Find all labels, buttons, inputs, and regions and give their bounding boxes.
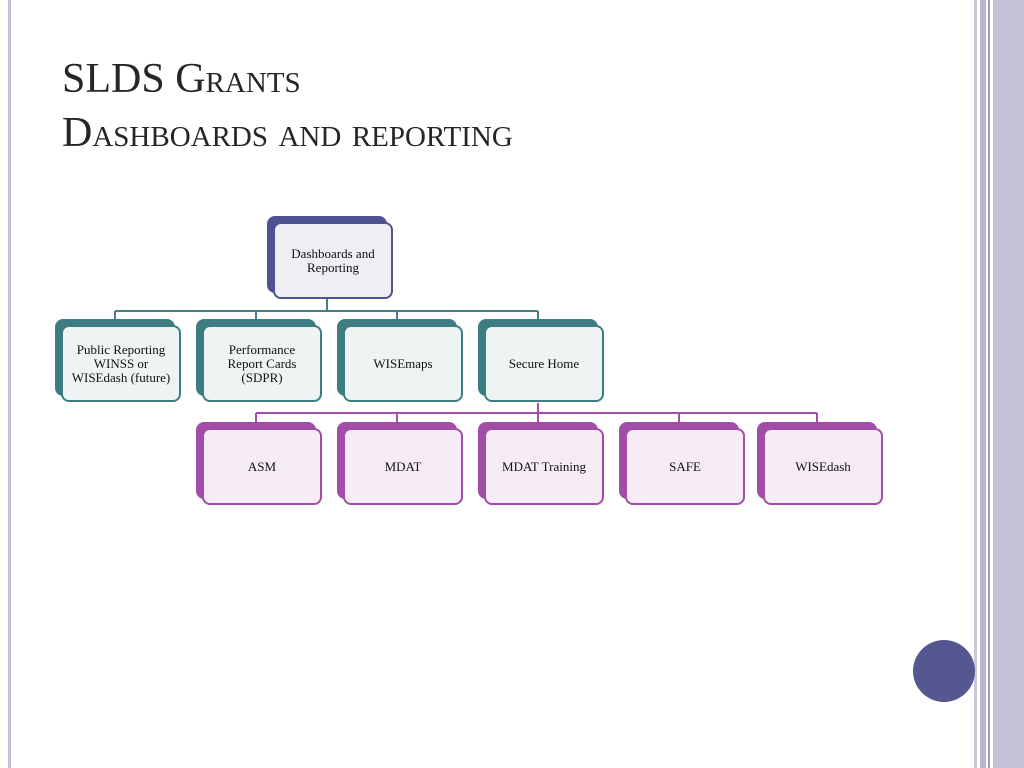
node-safe: SAFE (619, 422, 745, 505)
node-secure-home: Secure Home (478, 319, 604, 402)
node-label: MDAT Training (484, 428, 604, 505)
node-dashboards-and-reporting: Dashboards and Reporting (267, 216, 393, 299)
node-wisemaps: WISEmaps (337, 319, 463, 402)
node-label: MDAT (343, 428, 463, 505)
node-mdat-training: MDAT Training (478, 422, 604, 505)
right-border-stripes (974, 0, 1024, 768)
node-label: SAFE (625, 428, 745, 505)
left-border-rule (8, 0, 11, 768)
node-public-reporting: Public Reporting WINSS or WISEdash (futu… (55, 319, 181, 402)
node-asm: ASM (196, 422, 322, 505)
title-line-1: SLDS Grants (62, 56, 301, 102)
node-performance-report-cards: Performance Report Cards (SDPR) (196, 319, 322, 402)
node-label: Dashboards and Reporting (273, 222, 393, 299)
node-label: Performance Report Cards (SDPR) (202, 325, 322, 402)
node-label: WISEmaps (343, 325, 463, 402)
node-label: Secure Home (484, 325, 604, 402)
node-label: ASM (202, 428, 322, 505)
slide-title: SLDS Grants Dashboards and reporting (62, 52, 513, 160)
node-label: Public Reporting WINSS or WISEdash (futu… (61, 325, 181, 402)
title-line-2: Dashboards and reporting (62, 110, 513, 156)
node-mdat: MDAT (337, 422, 463, 505)
node-label: WISEdash (763, 428, 883, 505)
node-wisedash: WISEdash (757, 422, 883, 505)
decorative-circle (913, 640, 975, 702)
